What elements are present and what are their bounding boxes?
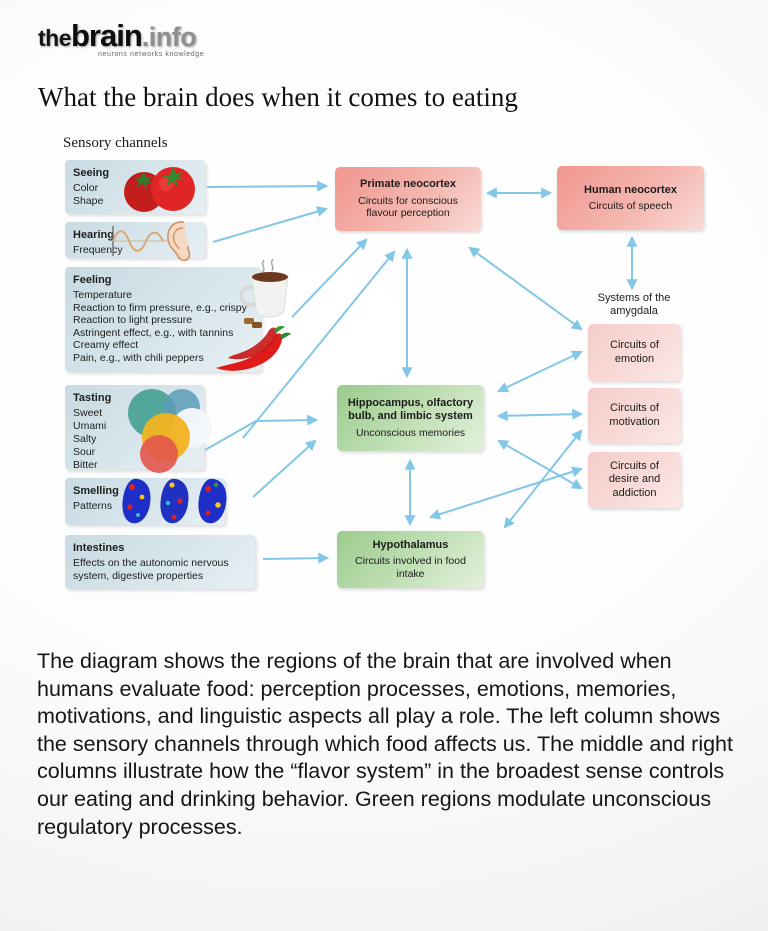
logo-the: the: [38, 25, 72, 51]
region-box-circuits-of-emotion: Circuits of emotion: [588, 324, 681, 381]
arrow-intestines-to-hypothalamus: [262, 552, 330, 564]
logo-tagline: neurons networks knowledge: [98, 51, 205, 58]
arrow-tasting-to-hippocampus: [204, 414, 319, 451]
sensory-box-line: Sweet: [73, 407, 103, 419]
region-subtitle: Circuits of speech: [588, 200, 673, 212]
sensory-box-line: Patterns: [73, 500, 113, 512]
arrow-hearing-to-primate: [212, 206, 329, 243]
arrow-smelling-to-hippocampus: [252, 439, 317, 498]
sensory-box-title: Seeing: [73, 167, 110, 179]
sensory-box-intestines: Intestines Effects on the autonomic nerv…: [65, 535, 255, 589]
logo-brain: brain: [71, 18, 143, 53]
sensory-box-line: Reaction to firm pressure, e.g., crispy: [73, 301, 247, 314]
region-title: Circuits of motivation: [609, 402, 660, 428]
sensory-box-line: Temperature: [73, 289, 132, 301]
arrow-hippocampus-desire: [497, 439, 583, 490]
sensory-box-title: Hearing: [73, 229, 114, 241]
region-box-circuits-of-desire-and-addiction: Circuits of desire and addiction: [588, 452, 681, 508]
sensory-box-line: Color: [73, 182, 99, 194]
sensory-box-line: Sour: [73, 446, 96, 458]
region-subtitle: Circuits for conscious flavour perceptio…: [358, 194, 458, 220]
arrow-seeing-to-primate: [206, 180, 329, 192]
sensory-box-title: Smelling: [73, 485, 119, 497]
chili-peppers-icon: [216, 326, 291, 371]
arrow-hippocampus-motivation: [496, 408, 584, 422]
region-title: Human neocortex: [584, 183, 677, 196]
region-title: Circuits of desire and addiction: [608, 459, 661, 499]
region-subtitle: Unconscious memories: [355, 426, 466, 439]
sensory-channels-label: Sensory channels: [63, 135, 168, 151]
region-title: Hypothalamus: [372, 538, 449, 551]
ear-icon: [167, 221, 191, 262]
page-title: What the brain does when it comes to eat…: [38, 82, 518, 112]
sensory-box-line: Effects on the autonomic nervous system,…: [73, 557, 229, 582]
arrow-hypothalamus-desire: [428, 466, 584, 520]
amygdala-systems-label: Systems of the amygdala: [597, 292, 671, 317]
coffee-cup-icon: [239, 258, 289, 328]
arrow-feeling-to-primate: [291, 238, 368, 318]
region-box-hypothalamus: Hypothalamus Circuits involved in food i…: [337, 531, 484, 588]
region-subtitle: Circuits involved in food intake: [355, 555, 466, 580]
sensory-box-line: Creamy effect: [73, 339, 139, 352]
sensory-box-line: Pain, e.g., with chili peppers: [73, 351, 204, 364]
region-box-hippocampus: Hippocampus, olfactory bulb, and limbic …: [337, 385, 484, 451]
sensory-box-line: Bitter: [73, 459, 98, 471]
sensory-box-line: Frequency: [73, 244, 123, 256]
caption-paragraph: The diagram shows the regions of the bra…: [37, 649, 733, 839]
region-title: Circuits of emotion: [610, 339, 659, 365]
region-box-human-neocortex: Human neocortex Circuits of speech: [557, 166, 704, 230]
region-box-circuits-of-motivation: Circuits of motivation: [588, 388, 681, 443]
sensory-box-feeling: Feeling Temperature Reaction to firm pre…: [65, 267, 261, 372]
arrow-hypothalamus-motivation: [503, 429, 583, 529]
sensory-box-line: Astringent effect, e.g., with tannins: [73, 326, 234, 339]
region-title: Hippocampus, olfactory bulb, and limbic …: [347, 396, 474, 423]
arrow-hippocampus-emotion: [497, 350, 583, 393]
sensory-box-line: Shape: [73, 195, 104, 207]
odor-pattern-maps-icon: [122, 478, 227, 524]
sensory-box-line: Umami: [73, 420, 107, 432]
sensory-box-line: Salty: [73, 433, 97, 445]
sound-wave-icon: [112, 226, 170, 256]
arrow-primate-emotion: [468, 246, 583, 331]
sensory-box-title: Intestines: [73, 542, 125, 554]
region-box-primate-neocortex: Primate neocortex Circuits for conscious…: [335, 167, 481, 231]
region-title: Primate neocortex: [360, 178, 456, 191]
sensory-box-title: Tasting: [73, 392, 112, 404]
sensory-box-line: Reaction to light pressure: [73, 314, 193, 327]
taste-circles-icon: [128, 389, 212, 473]
tomatoes-icon: [124, 167, 195, 212]
logo-suffix: .info: [141, 22, 197, 52]
sensory-box-title: Feeling: [73, 274, 112, 286]
